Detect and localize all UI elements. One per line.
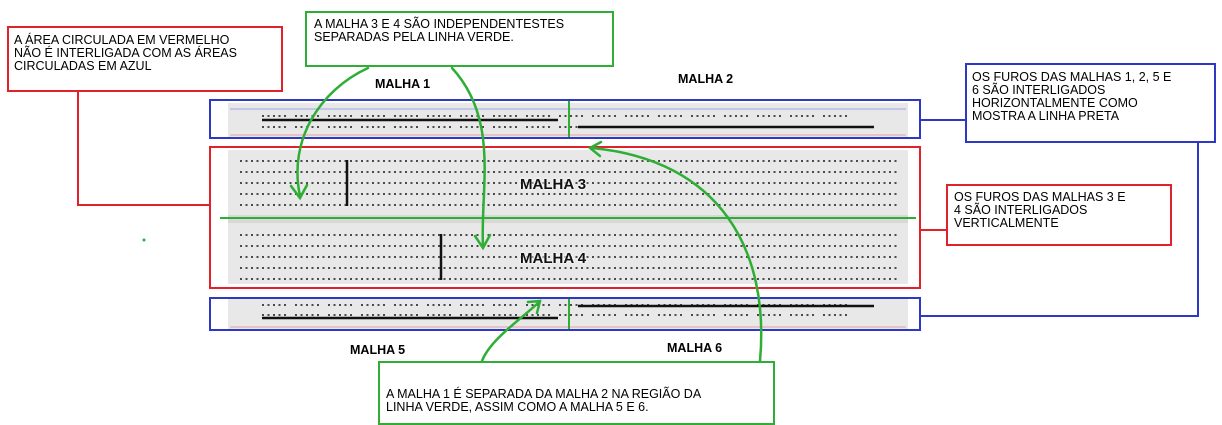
connector-blue-note-down — [920, 143, 1199, 317]
note-vertical-interconnect: OS FUROS DAS MALHAS 3 E 4 SÃO INTERLIGAD… — [946, 184, 1172, 246]
arrow-to-top-gap-head — [587, 140, 603, 158]
arrow-to-malha4-head — [473, 233, 492, 251]
label-malha1: MALHA 1 — [375, 77, 431, 91]
label-malha3: MALHA 3 — [520, 176, 587, 193]
note-red-area: A ÁREA CIRCULADA EM VERMELHO NÃO É INTER… — [7, 26, 283, 92]
note-separation: A MALHA 1 É SEPARADA DA MALHA 2 NA REGIÃ… — [378, 361, 775, 425]
note-separation-text: A MALHA 1 É SEPARADA DA MALHA 2 NA REGIÃ… — [386, 387, 702, 414]
connector-red-note — [77, 92, 210, 206]
arrow-to-malha3-head — [289, 183, 309, 201]
note-malha34-independent: A MALHA 3 E 4 SÃO INDEPENDENTESTES SEPAR… — [305, 11, 614, 67]
blue-frame-bottom — [209, 297, 921, 331]
label-malha6: MALHA 6 — [667, 341, 723, 355]
note-vertical-text: OS FUROS DAS MALHAS 3 E 4 SÃO INTERLIGAD… — [954, 190, 1126, 230]
arrow-to-bottom-gap-head — [526, 299, 542, 315]
note-rails-text: OS FUROS DAS MALHAS 1, 2, 5 E 6 SÃO INTE… — [972, 70, 1172, 123]
green-arrows — [289, 66, 763, 363]
note-malha34-text: A MALHA 3 E 4 SÃO INDEPENDENTESTES SEPAR… — [314, 17, 565, 44]
connectors — [77, 92, 1199, 317]
arrow-to-top-gap — [590, 146, 763, 363]
note-rails-horizontal: OS FUROS DAS MALHAS 1, 2, 5 E 6 SÃO INTE… — [965, 63, 1216, 143]
note-red-area-text: A ÁREA CIRCULADA EM VERMELHO NÃO É INTER… — [14, 33, 237, 73]
arrow-to-malha4 — [450, 66, 486, 248]
stray-dot — [142, 238, 146, 242]
label-malha4: MALHA 4 — [520, 250, 587, 267]
label-malha2: MALHA 2 — [678, 72, 734, 86]
connection-lines — [262, 118, 874, 320]
red-frame-middle — [209, 146, 921, 289]
green-separators — [220, 100, 916, 330]
arrow-to-malha3 — [296, 66, 370, 198]
label-malha5: MALHA 5 — [350, 343, 406, 357]
arrow-to-bottom-gap — [480, 301, 540, 363]
